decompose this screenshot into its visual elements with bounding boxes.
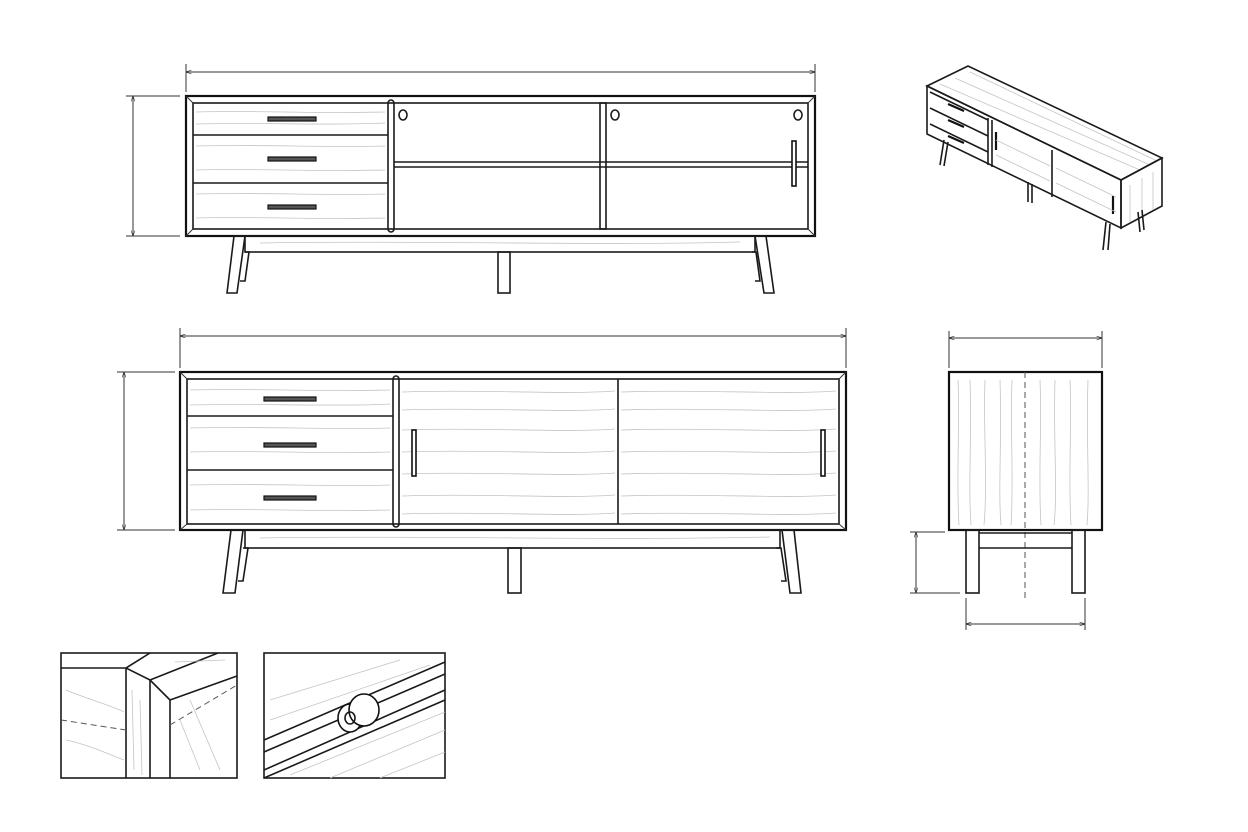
iso-side (1120, 156, 1163, 230)
drawer-handle (267, 156, 317, 162)
center-leg (497, 251, 511, 294)
front-view-closed (117, 328, 848, 594)
door-handle (791, 140, 797, 187)
center-leg (507, 547, 522, 594)
cabinet-body (178, 370, 848, 532)
leg (222, 529, 244, 594)
door-handle (411, 429, 417, 477)
drawer-handle (263, 396, 317, 402)
drawers (187, 389, 393, 511)
leg (965, 529, 980, 594)
leg (226, 235, 246, 294)
drawer-handle (263, 495, 317, 501)
drawers (193, 111, 388, 219)
leg (781, 529, 802, 594)
leg (754, 235, 775, 294)
door-handle (820, 429, 826, 477)
apron (244, 235, 756, 253)
isometric-view (925, 65, 1164, 251)
leg (1071, 529, 1086, 594)
detail-corner-joint (60, 652, 238, 779)
apron (244, 529, 781, 549)
drawer-handle (267, 116, 317, 122)
side-view (910, 331, 1104, 630)
detail-door-track (263, 652, 446, 779)
drawer-handle (267, 204, 317, 210)
front-view-open (126, 64, 817, 294)
drawer-handle (263, 442, 317, 448)
